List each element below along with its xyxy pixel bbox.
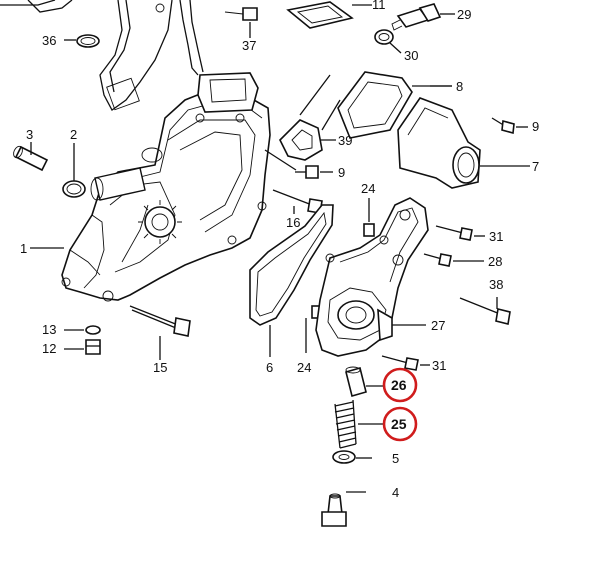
part-6-gasket: [249, 204, 334, 357]
label-25: 25: [391, 416, 407, 432]
label-27: 27: [431, 318, 445, 333]
part-36-o-ring: [64, 34, 100, 48]
part-5-sealing-washer: [332, 450, 372, 464]
label-9-right: 9: [532, 119, 539, 134]
label-24-upper: 24: [361, 181, 375, 196]
part-37-bolt: [224, 7, 258, 38]
part-25-relief-spring: [334, 399, 384, 449]
highlight-26: 26: [382, 367, 418, 403]
label-11: 11: [372, 0, 386, 12]
part-11-gasket: [286, 1, 372, 29]
part-31-bolt-lower: [381, 355, 430, 371]
part-26-pressure-relief-piston: [345, 366, 384, 397]
label-1: 1: [20, 241, 27, 256]
label-12: 12: [42, 341, 56, 356]
label-37: 37: [242, 38, 256, 53]
label-7: 7: [532, 159, 539, 174]
highlight-circle-25: [382, 406, 418, 442]
label-2: 2: [70, 127, 77, 142]
part-30-sealing-ring: [374, 29, 402, 54]
part-7-water-outlet: [397, 97, 530, 189]
label-9-center: 9: [338, 165, 345, 180]
part-1-main-housing: [61, 72, 271, 302]
part-13-washer: [64, 325, 101, 335]
part-15-bolt: [129, 305, 191, 360]
top-gasket-fragment: [0, 0, 173, 111]
label-3: 3: [26, 127, 33, 142]
part-9-bolt-right: [491, 117, 528, 135]
part-9-bolt-center: [295, 165, 333, 179]
part-27-pump-housing: [315, 197, 429, 357]
label-15: 15: [153, 360, 167, 375]
part-24-sleeve-upper: [363, 198, 375, 237]
part-29-temperature-sender: [391, 3, 455, 31]
part-28-bolt: [423, 253, 484, 267]
part-labels: 36 37 11 29 30 8 9 7 39 3 2 9 24 16 1 31…: [20, 0, 539, 500]
highlight-circle-26: [382, 367, 418, 403]
label-16: 16: [286, 215, 300, 230]
part-38-bolt: [459, 297, 511, 325]
upper-gasket-edge: [179, 0, 199, 76]
part-4-relief-plug: [321, 491, 366, 527]
label-6: 6: [266, 360, 273, 375]
label-31-upper: 31: [489, 229, 503, 244]
label-4: 4: [392, 485, 399, 500]
label-29: 29: [457, 7, 471, 22]
label-38: 38: [489, 277, 503, 292]
label-36: 36: [42, 33, 56, 48]
label-8: 8: [456, 79, 463, 94]
part-39-gasket-insert: [264, 74, 341, 171]
label-24-lower: 24: [297, 360, 311, 375]
part-3-dowel-pin: [13, 142, 49, 172]
label-13: 13: [42, 322, 56, 337]
label-30: 30: [404, 48, 418, 63]
label-28: 28: [488, 254, 502, 269]
highlight-25: 25: [382, 406, 418, 442]
upper-gasket-edge-inner: [189, 0, 204, 73]
part-16-bolt: [272, 189, 323, 214]
part-12-drain-plug: [64, 339, 101, 355]
label-26: 26: [391, 377, 407, 393]
part-2-o-ring: [62, 143, 86, 198]
part-31-bolt-upper: [435, 225, 485, 241]
label-39: 39: [338, 133, 352, 148]
label-5: 5: [392, 451, 399, 466]
label-31-lower: 31: [432, 358, 446, 373]
